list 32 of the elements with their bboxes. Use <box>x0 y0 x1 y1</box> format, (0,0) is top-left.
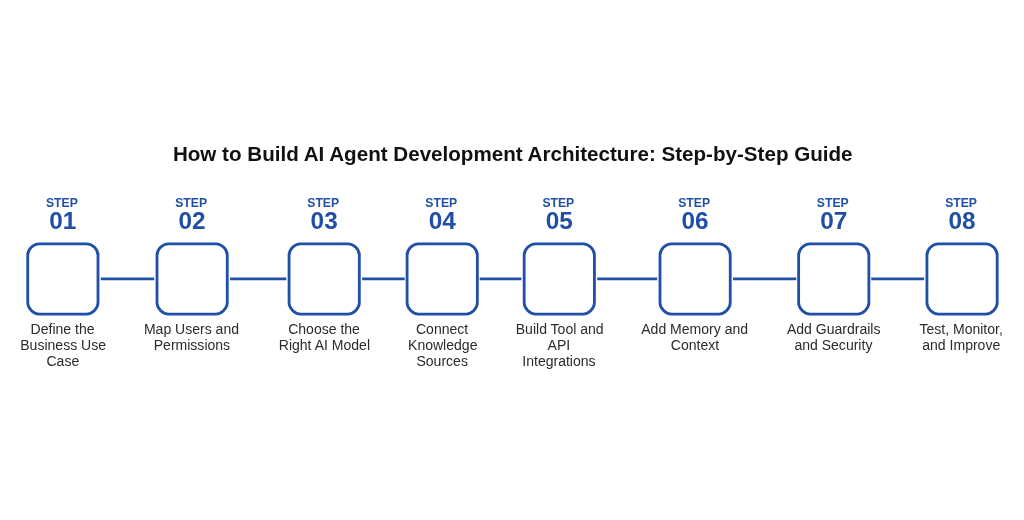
node-label: Add Guardrails and Security <box>786 321 881 354</box>
node-box-text <box>658 242 732 316</box>
node-label: Choose the Right AI Model <box>278 321 371 354</box>
node-label: STEP 06 <box>678 196 711 235</box>
node-label: Test, Monitor, and Improve <box>919 321 1003 354</box>
connector <box>362 277 405 281</box>
node-box-text <box>26 242 100 316</box>
node-box-text <box>287 242 361 316</box>
node-label: STEP 02 <box>175 196 208 235</box>
node-label: STEP 03 <box>307 196 340 235</box>
node-label: STEP 01 <box>46 196 78 235</box>
node-label: STEP 04 <box>425 196 458 235</box>
node-label: Add Memory and Context <box>641 321 749 354</box>
node-box-text <box>155 242 229 316</box>
node-box-text <box>925 242 999 316</box>
node-label: Define the Business Use Case <box>20 321 107 370</box>
connector <box>479 277 522 281</box>
diagram-title: How to Build AI Agent Development Architecture: Step-by-Step Guide <box>172 142 853 166</box>
connector <box>597 277 658 281</box>
connector <box>230 277 287 281</box>
node-label: Map Users and Permissions <box>143 321 240 354</box>
node-label: STEP 08 <box>945 196 977 235</box>
node-box-text <box>522 242 596 316</box>
node-label: STEP 07 <box>816 196 849 235</box>
connector <box>871 277 925 281</box>
node-box <box>405 242 479 316</box>
node-box-text <box>797 242 871 316</box>
connector <box>733 277 797 281</box>
node-label: STEP 05 <box>542 196 575 235</box>
node-label: Build Tool and API Integrations <box>515 321 604 370</box>
node-label: Connect Knowledge Sources <box>408 321 478 370</box>
connector <box>100 277 155 281</box>
